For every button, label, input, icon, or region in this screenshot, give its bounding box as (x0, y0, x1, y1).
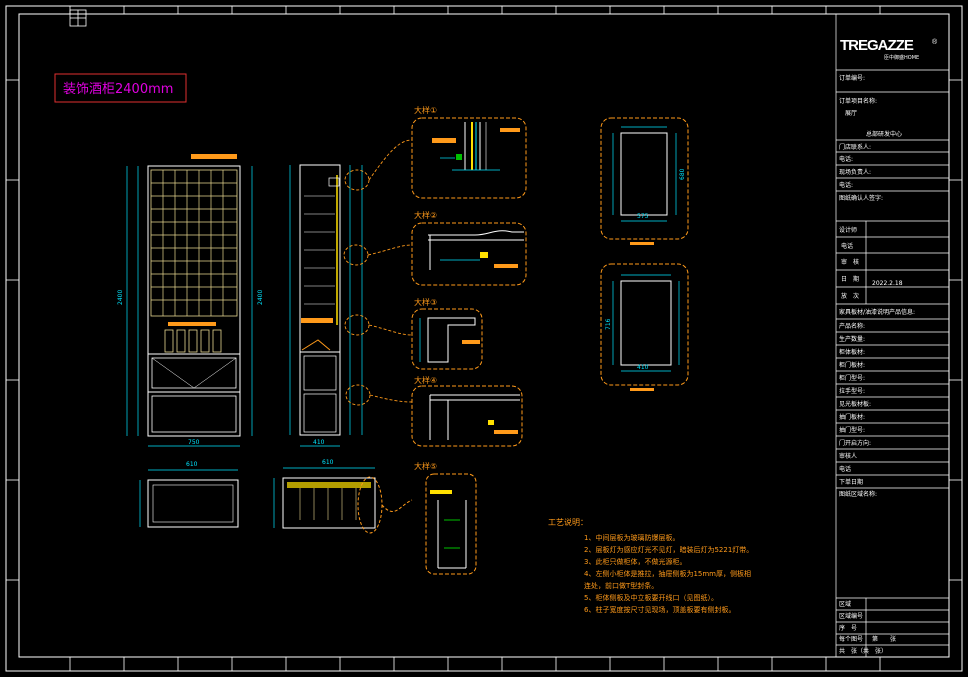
brand-logo: TREGAZZE ® 臣中御盛HOME (840, 37, 938, 61)
reviewer-label: 审核人 (839, 452, 857, 460)
title-tag-box (54, 73, 187, 103)
door-1-width: 575 (637, 213, 649, 220)
door-color-label: 柜门型号: (839, 374, 865, 382)
plan-view-left[interactable] (139, 469, 239, 528)
front-side-height: 2400 (257, 290, 264, 305)
phone-label-2: 电话: (839, 181, 853, 189)
note-line: 2、层板灯为感应灯光不见灯，暗装后灯为5221灯带。 (584, 545, 753, 554)
handle-label: 拉手型号: (839, 387, 865, 395)
order-no-label: 订单编号: (839, 74, 865, 82)
area-label: 区域 (839, 600, 851, 608)
registered-icon: ® (932, 38, 938, 46)
qty-label: 生产数量: (839, 335, 865, 343)
detail-1-label: 大样① (414, 105, 437, 115)
sheet-label: 每个图号 (839, 635, 863, 643)
site-label: 现场负责人: (839, 168, 871, 176)
door-1-height: 680 (679, 168, 686, 180)
side-elevation[interactable] (299, 164, 341, 436)
project-label: 订单项目名称: (839, 97, 877, 105)
detail-5[interactable] (425, 473, 477, 575)
designer-label: 设计师 (839, 226, 857, 234)
front-total-height: 2400 (117, 290, 124, 305)
detail-5-label: 大样⑤ (414, 461, 437, 471)
date-label: 日 期 (841, 275, 859, 283)
detail-2-label: 大样② (414, 210, 437, 220)
phone-label: 电话: (839, 155, 853, 163)
date-value: 2022.2.18 (872, 280, 903, 287)
detail-3-label: 大样③ (414, 297, 437, 307)
door-2-width: 410 (637, 364, 649, 371)
drawing-name-label: 图纸区域名称: (839, 490, 877, 498)
side-depth: 410 (313, 439, 325, 446)
phone-label-4: 电话 (839, 465, 851, 473)
dept-value: 总部研发中心 (866, 130, 902, 138)
door-panel-1[interactable] (600, 117, 689, 245)
product-name-label: 产品名称: (839, 322, 865, 330)
project-value: 展厅 (845, 110, 857, 117)
process-notes: 工艺说明： 1、中间层板为玻璃防爆层板。 2、层板灯为感应灯光不见灯，暗装后灯为… (548, 517, 753, 614)
note-line: 1、中间层板为玻璃防爆层板。 (584, 533, 679, 542)
body-board-label: 柜体板材: (839, 348, 865, 356)
brand-sub: 臣中御盛HOME (884, 54, 919, 61)
open-dir-label: 门开启方向: (839, 439, 871, 447)
note-line: 连处，前口做T型封条。 (584, 581, 658, 590)
scale-label: 放 次 (841, 292, 859, 300)
door-board-label: 柜门板材: (839, 361, 865, 369)
side-dims (289, 165, 363, 447)
note-line: 3、此柜只做柜体，不做光源柜。 (584, 557, 686, 566)
front-width: 750 (188, 439, 200, 446)
callout-circles (343, 139, 413, 406)
brand-logo-text: TREGAZZE (840, 37, 914, 54)
product-info-label: 家具板材/油漆说明产品信息: (839, 308, 915, 316)
seq-label: 序 号 (839, 624, 857, 632)
note-line: 4、左侧小柜体是推拉，抽屉侧板为15mm厚，侧板相 (584, 569, 751, 578)
area-no-label: 区域编号 (839, 612, 863, 620)
detail-2[interactable] (411, 222, 527, 286)
detail-4-label: 大样④ (414, 375, 437, 385)
door-panel-2[interactable] (600, 263, 689, 391)
grid-marker-icon (69, 9, 87, 27)
title-tag: 装饰酒柜2400mm (63, 82, 173, 97)
title-block-text: 订单编号: 订单项目名称: 展厅 总部研发中心 门店联系人: 电话: 现场负责人… (839, 74, 915, 655)
confirm-label: 图纸确认人签字: (839, 194, 883, 202)
plan-left-width: 610 (186, 461, 198, 468)
visible-board-label: 见光板材板: (839, 400, 871, 408)
frame-ticks (6, 6, 962, 671)
front-elevation[interactable] (147, 154, 241, 437)
plan-right-width: 610 (322, 459, 334, 466)
detail-3[interactable] (411, 308, 483, 370)
detail-4[interactable] (411, 385, 523, 447)
detail-1[interactable] (411, 117, 527, 199)
note-line: 5、柜体侧板及中立板要开线口（见图纸）。 (584, 593, 718, 602)
contact-label: 门店联系人: (839, 143, 871, 151)
phone-label-3: 电话 (841, 242, 853, 250)
drawer-board-label: 抽门板材: (839, 413, 865, 421)
total-label: 共 张（共 张） (839, 647, 887, 655)
door-2-height: 716 (605, 318, 612, 330)
plan-view-right[interactable] (273, 467, 413, 534)
front-dims (126, 166, 253, 447)
order-date-label: 下单日期 (839, 478, 863, 486)
notes-heading: 工艺说明： (548, 517, 588, 527)
audit-label: 审 核 (841, 258, 859, 266)
sheet-value: 第 张 (872, 635, 896, 643)
note-line: 6、柱子宽度按尺寸见现场，顶盖板要有侧封板。 (584, 605, 735, 614)
drawer-color-label: 抽门型号: (839, 426, 865, 434)
title-block (835, 13, 950, 658)
